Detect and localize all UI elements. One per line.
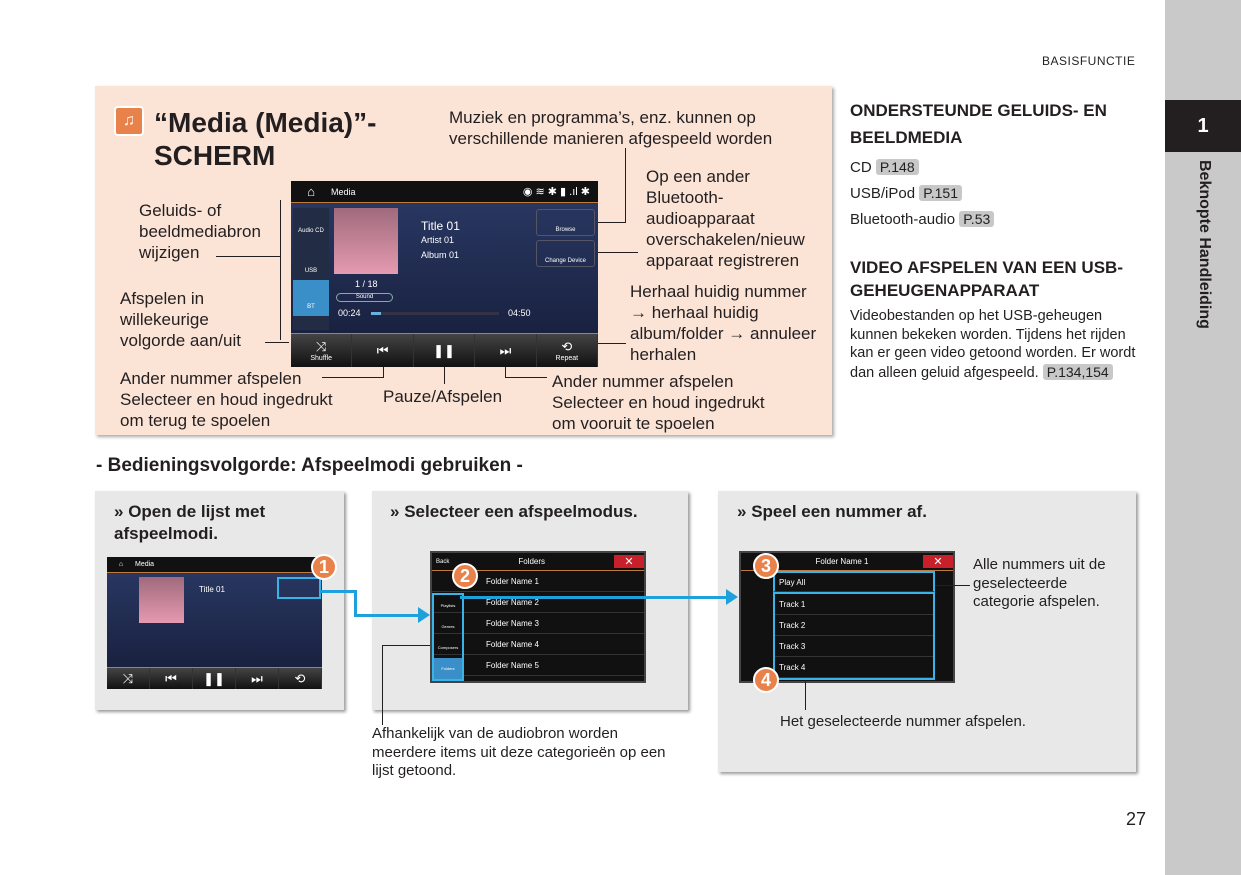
callout-repeat: Herhaal huidig nummer → herhaal huidig a… [630,282,817,364]
track-title: Title 01 [421,219,460,233]
list-item[interactable]: Folder Name 4 [432,634,644,655]
callout-pause: Pauze/Afspelen [383,387,503,406]
list-item[interactable]: Track 2 [775,615,933,636]
list-item[interactable]: Folder Name 3 [432,613,644,634]
media-list: CD P.148 USB/iPod P.151 Bluetooth-audio … [850,158,995,236]
previous-icon: ⏮ [376,342,389,358]
shuffle-button[interactable]: ⤨Shuffle [291,334,353,367]
page-header: BASISFUNCTIE [1042,54,1136,68]
shuffle-icon: ⤨ [316,339,327,354]
album: Album 01 [421,250,460,260]
chapter-label: Beknopte Handleiding [1196,160,1213,329]
list-item[interactable]: Track 3 [775,636,933,657]
category-item[interactable]: Playlists [440,603,456,608]
step-badge-2: 2 [452,563,478,589]
list-item[interactable]: Folder Name 2 [432,592,644,613]
heading-usb-video: VIDEO AFSPELEN VAN EEN USB-GEHEUGENAPPAR… [850,258,1123,300]
shuffle-icon[interactable]: ⤨ [107,668,150,689]
heading-supported-media: ONDERSTEUNDE GELUIDS- EN BEELDMEDIA [850,101,1107,147]
media-screen: ⌂ Media ◉ ≋ ✱ ▮ .ıl ✱ Audio CD USB BT Titl… [291,181,599,367]
list-title: Folders [518,557,546,566]
list-item[interactable]: Folder Name 5 [432,655,644,676]
step-3-label: » Speel een nummer af. [737,502,927,521]
list-item[interactable]: Track 4 [775,657,933,678]
tracks-list: Folder Name 1✕ Play All Track 1 Track 2 … [739,551,955,683]
elapsed-time: 00:24 [338,308,361,318]
close-icon[interactable]: ✕ [923,555,953,568]
status-icons: ◉ ≋ ✱ ▮ .ıl ✱ [522,186,590,198]
play-all-item[interactable]: Play All [773,571,935,592]
track-note: Het geselecteerde nummer afspelen. [780,713,1026,730]
repeat-icon[interactable]: ⟲ [279,668,322,689]
pause-button[interactable]: ❚❚ [414,334,476,367]
track-count: 1 / 18 [355,279,378,289]
step-1-label: » Open de lijst met afspeelmodi. [114,502,266,543]
callout-source: Geluids- of beeldmediabron wijzigen [139,201,261,262]
pause-icon: ❚❚ [433,342,455,358]
artist: Artist 01 [421,235,455,245]
album-art [334,208,398,274]
panel-title: “Media (Media)”-SCHERM [154,107,377,171]
next-button[interactable]: ⏭ [475,334,537,367]
page-ref[interactable]: P.53 [959,211,995,227]
next-icon[interactable]: ⏭ [236,668,279,689]
list-title: Folder Name 1 [815,557,869,566]
home-icon[interactable]: ⌂ [118,561,124,568]
categories-note: Afhankelijk van de audiobron worden meer… [372,725,666,779]
home-icon[interactable]: ⌂ [307,184,315,199]
category-item[interactable]: Genres [441,624,455,629]
close-icon[interactable]: ✕ [614,555,644,568]
category-item[interactable]: Composers [437,645,459,650]
back-button[interactable]: Back [436,558,450,565]
play-all-note: Alle nummers uit de geselecteerde catego… [973,556,1106,610]
browse-button[interactable]: Browse [536,209,595,236]
progress-bar[interactable] [371,312,499,315]
previous-icon[interactable]: ⏮ [150,668,193,689]
page-number: 27 [1126,809,1147,829]
list-item[interactable]: Track 1 [775,594,933,615]
track-title: Title 01 [199,585,225,594]
album-art [139,577,184,623]
sound-button[interactable]: Sound [336,293,393,302]
section-title: - Bedieningsvolgorde: Afspeelmodi gebrui… [96,455,523,476]
step-badge-1: 1 [311,554,337,580]
media-screen-small: ⌂ Media Title 01 ⤨⏮❚❚⏭⟲ [107,557,322,689]
source-usb[interactable]: USB [304,268,318,274]
screen-title: Media [331,186,356,197]
callout-next: Ander nummer afspelen Selecteer en houd … [552,372,765,433]
progress-fill [371,312,382,315]
source-audio-cd[interactable]: Audio CD [298,228,324,234]
step-badge-4: 4 [753,667,779,693]
previous-button[interactable]: ⏮ [352,334,414,367]
next-icon: ⏭ [499,342,512,358]
repeat-button[interactable]: ⟲Repeat [537,334,599,367]
step-2-label: » Selecteer een afspeelmodus. [390,502,638,521]
source-bt[interactable]: BT [293,280,329,316]
usb-video-text: Videobestanden op het USB-geheugen kunne… [850,308,1136,381]
callout-shuffle: Afspelen in willekeurige volgorde aan/ui… [120,289,241,350]
source-list: Audio CD USB BT [293,208,329,330]
callout-top: Muziek en programma’s, enz. kunnen op ve… [449,108,773,148]
callout-change-device: Op een ander Bluetooth-audioapparaat ove… [646,167,805,270]
media-icon: ♫ [114,106,144,136]
page-ref[interactable]: P.148 [875,159,919,175]
browse-highlight[interactable] [277,577,321,599]
list-item[interactable]: Folder Name 1 [432,571,644,592]
chapter-number: 1 [1165,100,1241,152]
screen-title: Media [135,561,155,568]
category-list: Playlists Genres Composers Folders [432,593,464,681]
category-item[interactable]: Folders [434,658,462,679]
page-ref[interactable]: P.134,154 [1042,363,1113,380]
duration: 04:50 [508,308,531,318]
step-badge-3: 3 [753,553,779,579]
repeat-icon: ⟲ [561,339,573,354]
page-ref[interactable]: P.151 [919,185,962,201]
callout-previous: Ander nummer afspelen Selecteer en houd … [120,369,333,430]
change-device-button[interactable]: Change Device [536,240,595,267]
pause-icon[interactable]: ❚❚ [193,668,236,689]
